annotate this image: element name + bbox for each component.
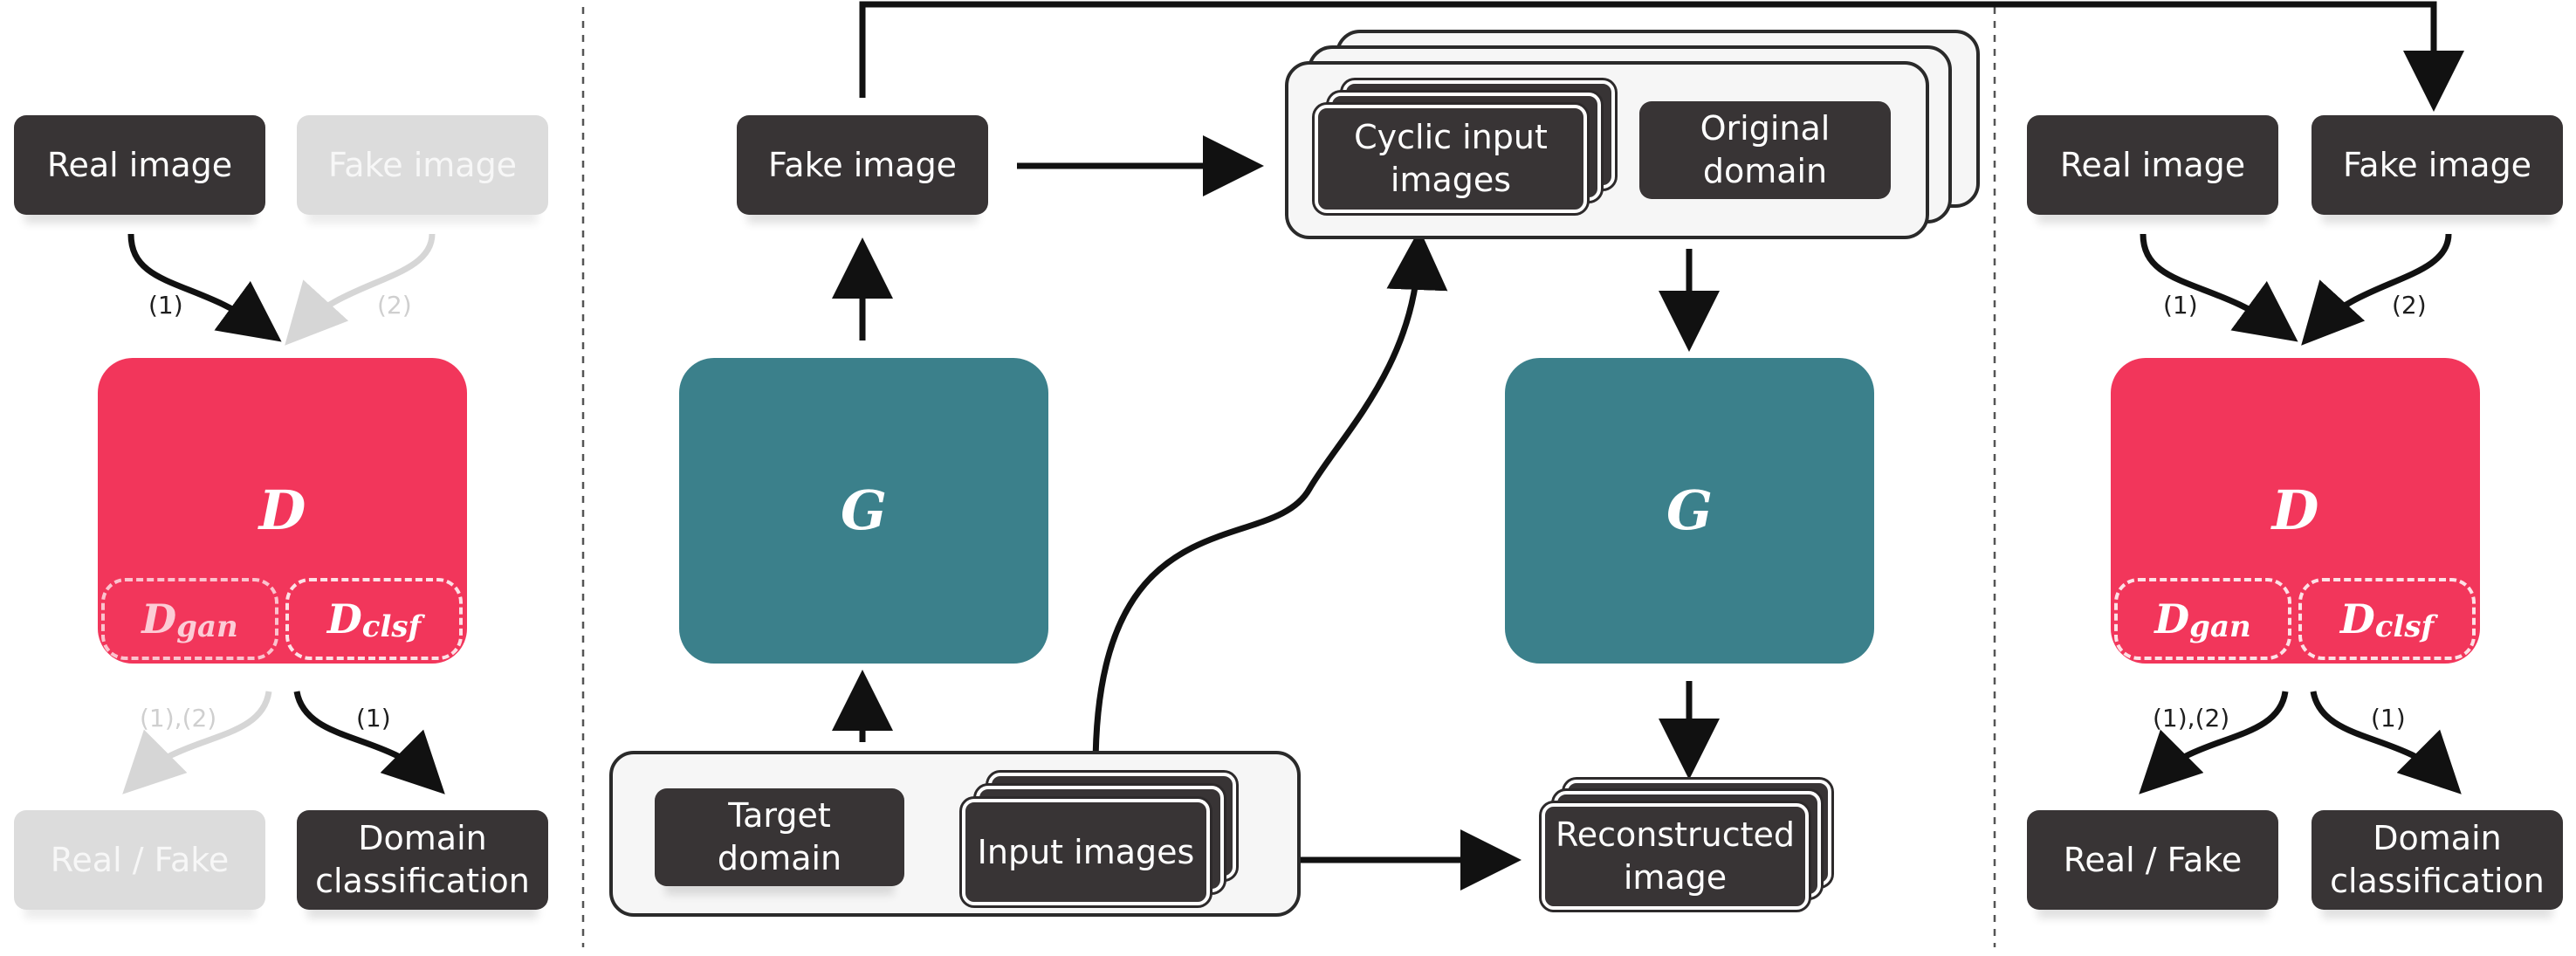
right-d-clsf-sub: clsf: [2374, 609, 2435, 644]
left-label-12: (1),(2): [140, 704, 217, 732]
right-fake-image-label: Fake image: [2342, 145, 2532, 184]
arrow-right-fake-to-d: [2301, 233, 2452, 346]
left-label-1: (1): [148, 291, 183, 320]
arrow-input-to-cyclic: [1092, 229, 1448, 769]
left-d-gan-sub: gan: [176, 609, 238, 644]
right-real-image-label: Real image: [2059, 145, 2246, 184]
cyclic-input-images-card: Cyclic input images: [1315, 105, 1587, 213]
left-fake-image-label: Fake image: [327, 145, 518, 184]
arrow-right-d-to-domain: [2310, 691, 2462, 794]
input-images-label: Input images: [977, 832, 1195, 871]
arrow-right-real-to-d: [2140, 233, 2298, 342]
generator-top: [679, 358, 1048, 664]
original-domain-label: Original domain: [1700, 109, 1831, 190]
left-d-clsf-sub: clsf: [361, 609, 422, 644]
left-label-1b: (1): [356, 704, 391, 732]
right-real-fake-box: Real / Fake: [2027, 810, 2278, 910]
arrow-top-loop: [859, 1, 2464, 112]
right-label-1b: (1): [2371, 704, 2406, 732]
left-domain-classification-box: Domain classification: [297, 810, 548, 910]
left-real-image-box: Real image: [14, 115, 265, 215]
left-domain-classification-label: Domain classification: [315, 819, 530, 900]
left-d-clsf-main: D: [326, 595, 362, 643]
target-domain-box: Target domain: [655, 788, 904, 886]
right-label-2: (2): [2392, 291, 2427, 320]
right-label-1: (1): [2163, 291, 2198, 320]
right-label-12: (1),(2): [2153, 704, 2230, 732]
target-domain-label: Target domain: [717, 796, 842, 877]
right-discriminator: [2111, 358, 2480, 664]
right-domain-classification-label: Domain classification: [2330, 819, 2545, 900]
right-real-image-box: Real image: [2027, 115, 2278, 215]
arrow-left-real-to-d: [127, 233, 282, 342]
right-fake-image-box: Fake image: [2312, 115, 2563, 215]
reconstructed-image-label: Reconstructed image: [1556, 815, 1795, 897]
original-domain-box: Original domain: [1639, 101, 1891, 199]
left-real-fake-label: Real / Fake: [50, 840, 230, 879]
center-fake-image-box: Fake image: [737, 115, 988, 215]
left-discriminator: [98, 358, 467, 664]
generator-bottom-label: G: [1666, 478, 1713, 542]
right-d-clsf-main: D: [2339, 595, 2375, 643]
generator-bottom: [1505, 358, 1874, 664]
left-fake-image-box: Fake image: [297, 115, 548, 215]
input-images-card: Input images: [962, 799, 1210, 905]
right-domain-classification-box: Domain classification: [2312, 810, 2563, 910]
reconstructed-image-card: Reconstructed image: [1542, 803, 1809, 910]
generator-top-label: G: [841, 478, 887, 542]
left-real-image-label: Real image: [46, 145, 233, 184]
left-label-2: (2): [377, 291, 412, 320]
right-real-fake-label: Real / Fake: [2063, 840, 2243, 879]
arrow-left-d-to-domain: [293, 691, 445, 794]
right-d-gan-main: D: [2154, 595, 2190, 643]
arrow-right-d-to-realfake: [2139, 691, 2289, 794]
right-d-gan-sub: gan: [2189, 609, 2251, 644]
left-d-label: D: [258, 478, 306, 542]
left-d-gan-main: D: [141, 595, 177, 643]
cyclic-input-images-label: Cyclic input images: [1354, 118, 1548, 199]
left-real-fake-box: Real / Fake: [14, 810, 265, 910]
center-fake-image-label: Fake image: [767, 145, 958, 184]
arrow-left-d-to-realfake: [122, 691, 272, 794]
arrow-left-fake-to-d: [285, 233, 436, 346]
right-d-label: D: [2271, 478, 2319, 542]
